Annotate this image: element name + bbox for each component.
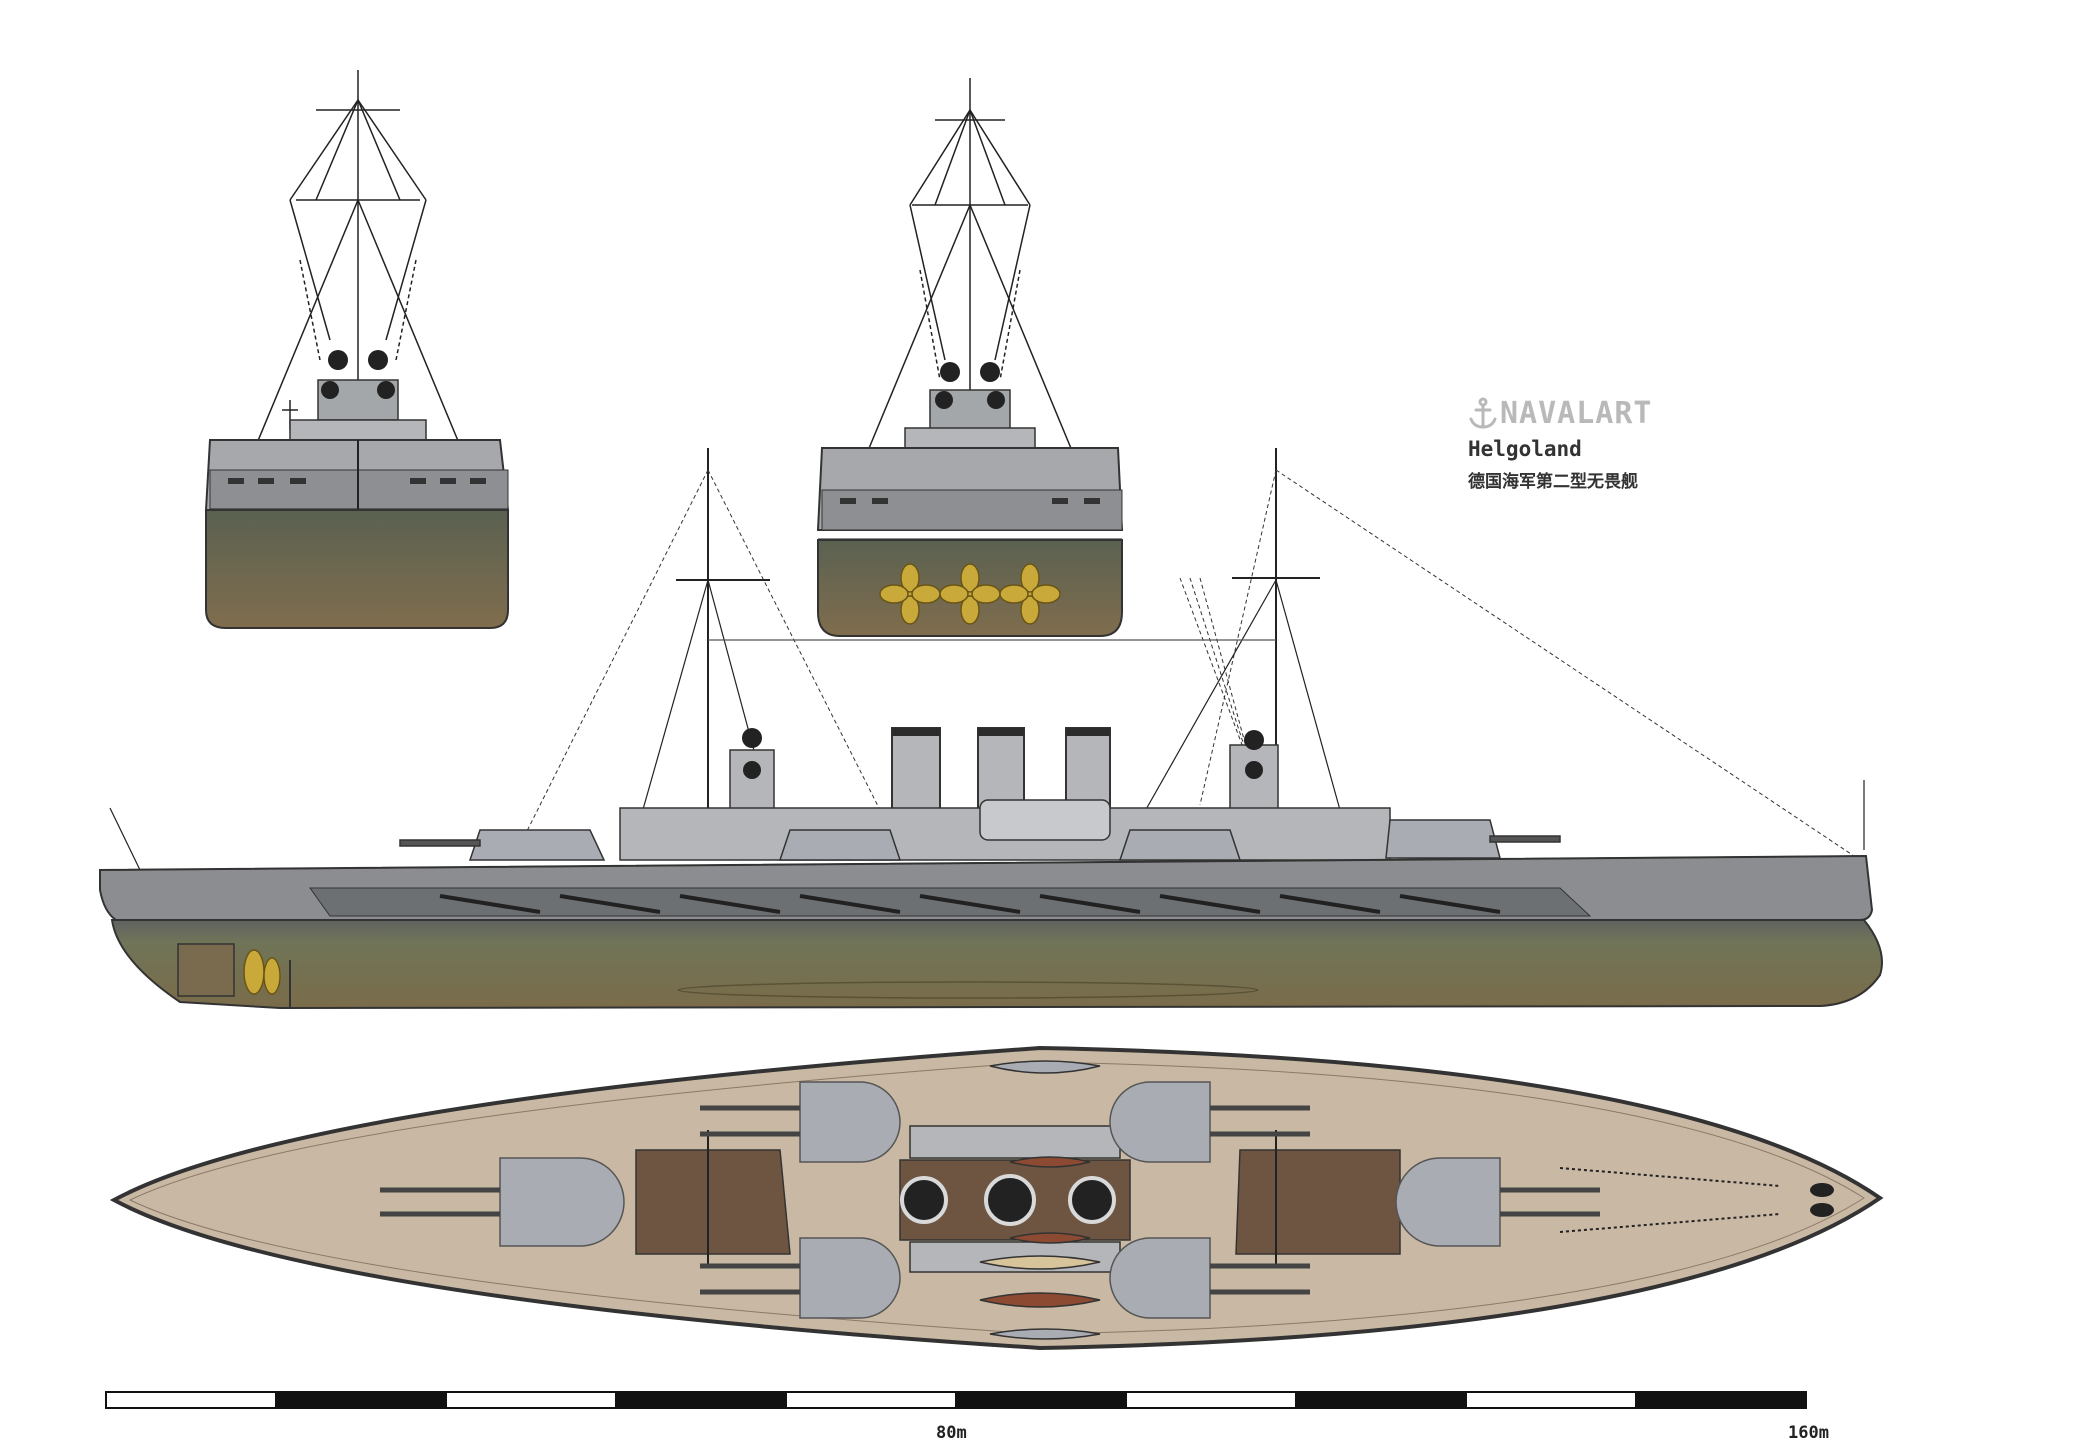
- scale-segment: [955, 1391, 1127, 1409]
- scale-segment: [1465, 1391, 1637, 1409]
- scale-segment: [1295, 1391, 1467, 1409]
- scale-segment: [615, 1391, 787, 1409]
- brand-logo: NAVALART: [1468, 396, 1653, 431]
- scale-segment: [785, 1391, 957, 1409]
- brand-logo-text: NAVALART: [1500, 396, 1653, 431]
- brand-block: NAVALART Helgoland 德国海军第二型无畏舰: [1468, 396, 1653, 492]
- scale-segment: [105, 1391, 277, 1409]
- side-profile: [99, 448, 1883, 1010]
- scale-bar: [105, 1391, 1807, 1409]
- propellers: [879, 563, 1061, 625]
- ship-name: Helgoland: [1468, 437, 1582, 461]
- scale-segment: [275, 1391, 447, 1409]
- bow-view: [204, 70, 510, 629]
- scale-label-160m: 160m: [1788, 1423, 1829, 1443]
- stern-view: [816, 78, 1124, 637]
- scale-segment: [445, 1391, 617, 1409]
- plan-view: [109, 1045, 1884, 1351]
- scale-segment: [1125, 1391, 1297, 1409]
- ship-class-description: 德国海军第二型无畏舰: [1468, 472, 1638, 492]
- scale-label-80m: 80m: [936, 1423, 967, 1443]
- anchor-icon: [1469, 397, 1497, 429]
- scale-segment: [1635, 1391, 1807, 1409]
